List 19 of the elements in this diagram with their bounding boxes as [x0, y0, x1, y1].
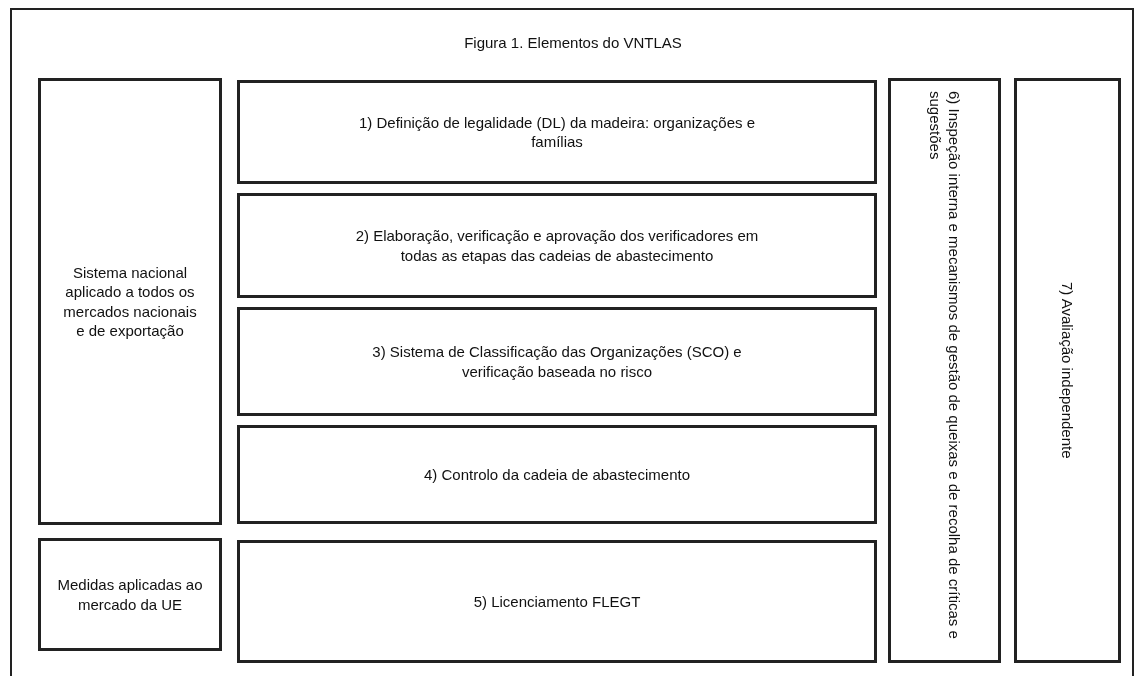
text-box — [237, 307, 877, 416]
box-text: 1) Definição de legalidade (DL) da madeira: organizações e famílias — [357, 112, 757, 152]
box-text: Sistema nacional aplicado a todos os mercados nacionais e de exportação — [62, 262, 198, 341]
box-text: 6) Inspeção interna e mecanismos de gestão de queixas e de recolha de críticas e sugestões — [925, 90, 964, 641]
box-text: 7) Avaliação independente — [1058, 282, 1078, 459]
text-box — [38, 538, 222, 651]
text-box — [237, 540, 877, 663]
text-box — [888, 78, 1001, 663]
box-text: 3) Sistema de Classificação das Organizações (SCO) e verificação baseada no risco — [371, 342, 743, 381]
text-box — [38, 78, 222, 525]
text-box — [237, 193, 877, 298]
text-box — [1014, 78, 1121, 663]
box-text: 5) Licenciamento FLEGT — [473, 591, 641, 612]
box-text: 4) Controlo da cadeia de abastecimento — [424, 464, 690, 485]
figure-title: Figura 1. Elementos do VNTLAS — [463, 34, 683, 51]
box-text: 2) Elaboração, verificação e aprovação dos verificadores em todas as etapas das cadeias de abastecimento — [354, 226, 760, 265]
text-box — [237, 80, 877, 184]
box-text: Medidas aplicadas ao mercado da UE — [56, 575, 204, 614]
text-box — [237, 425, 877, 524]
